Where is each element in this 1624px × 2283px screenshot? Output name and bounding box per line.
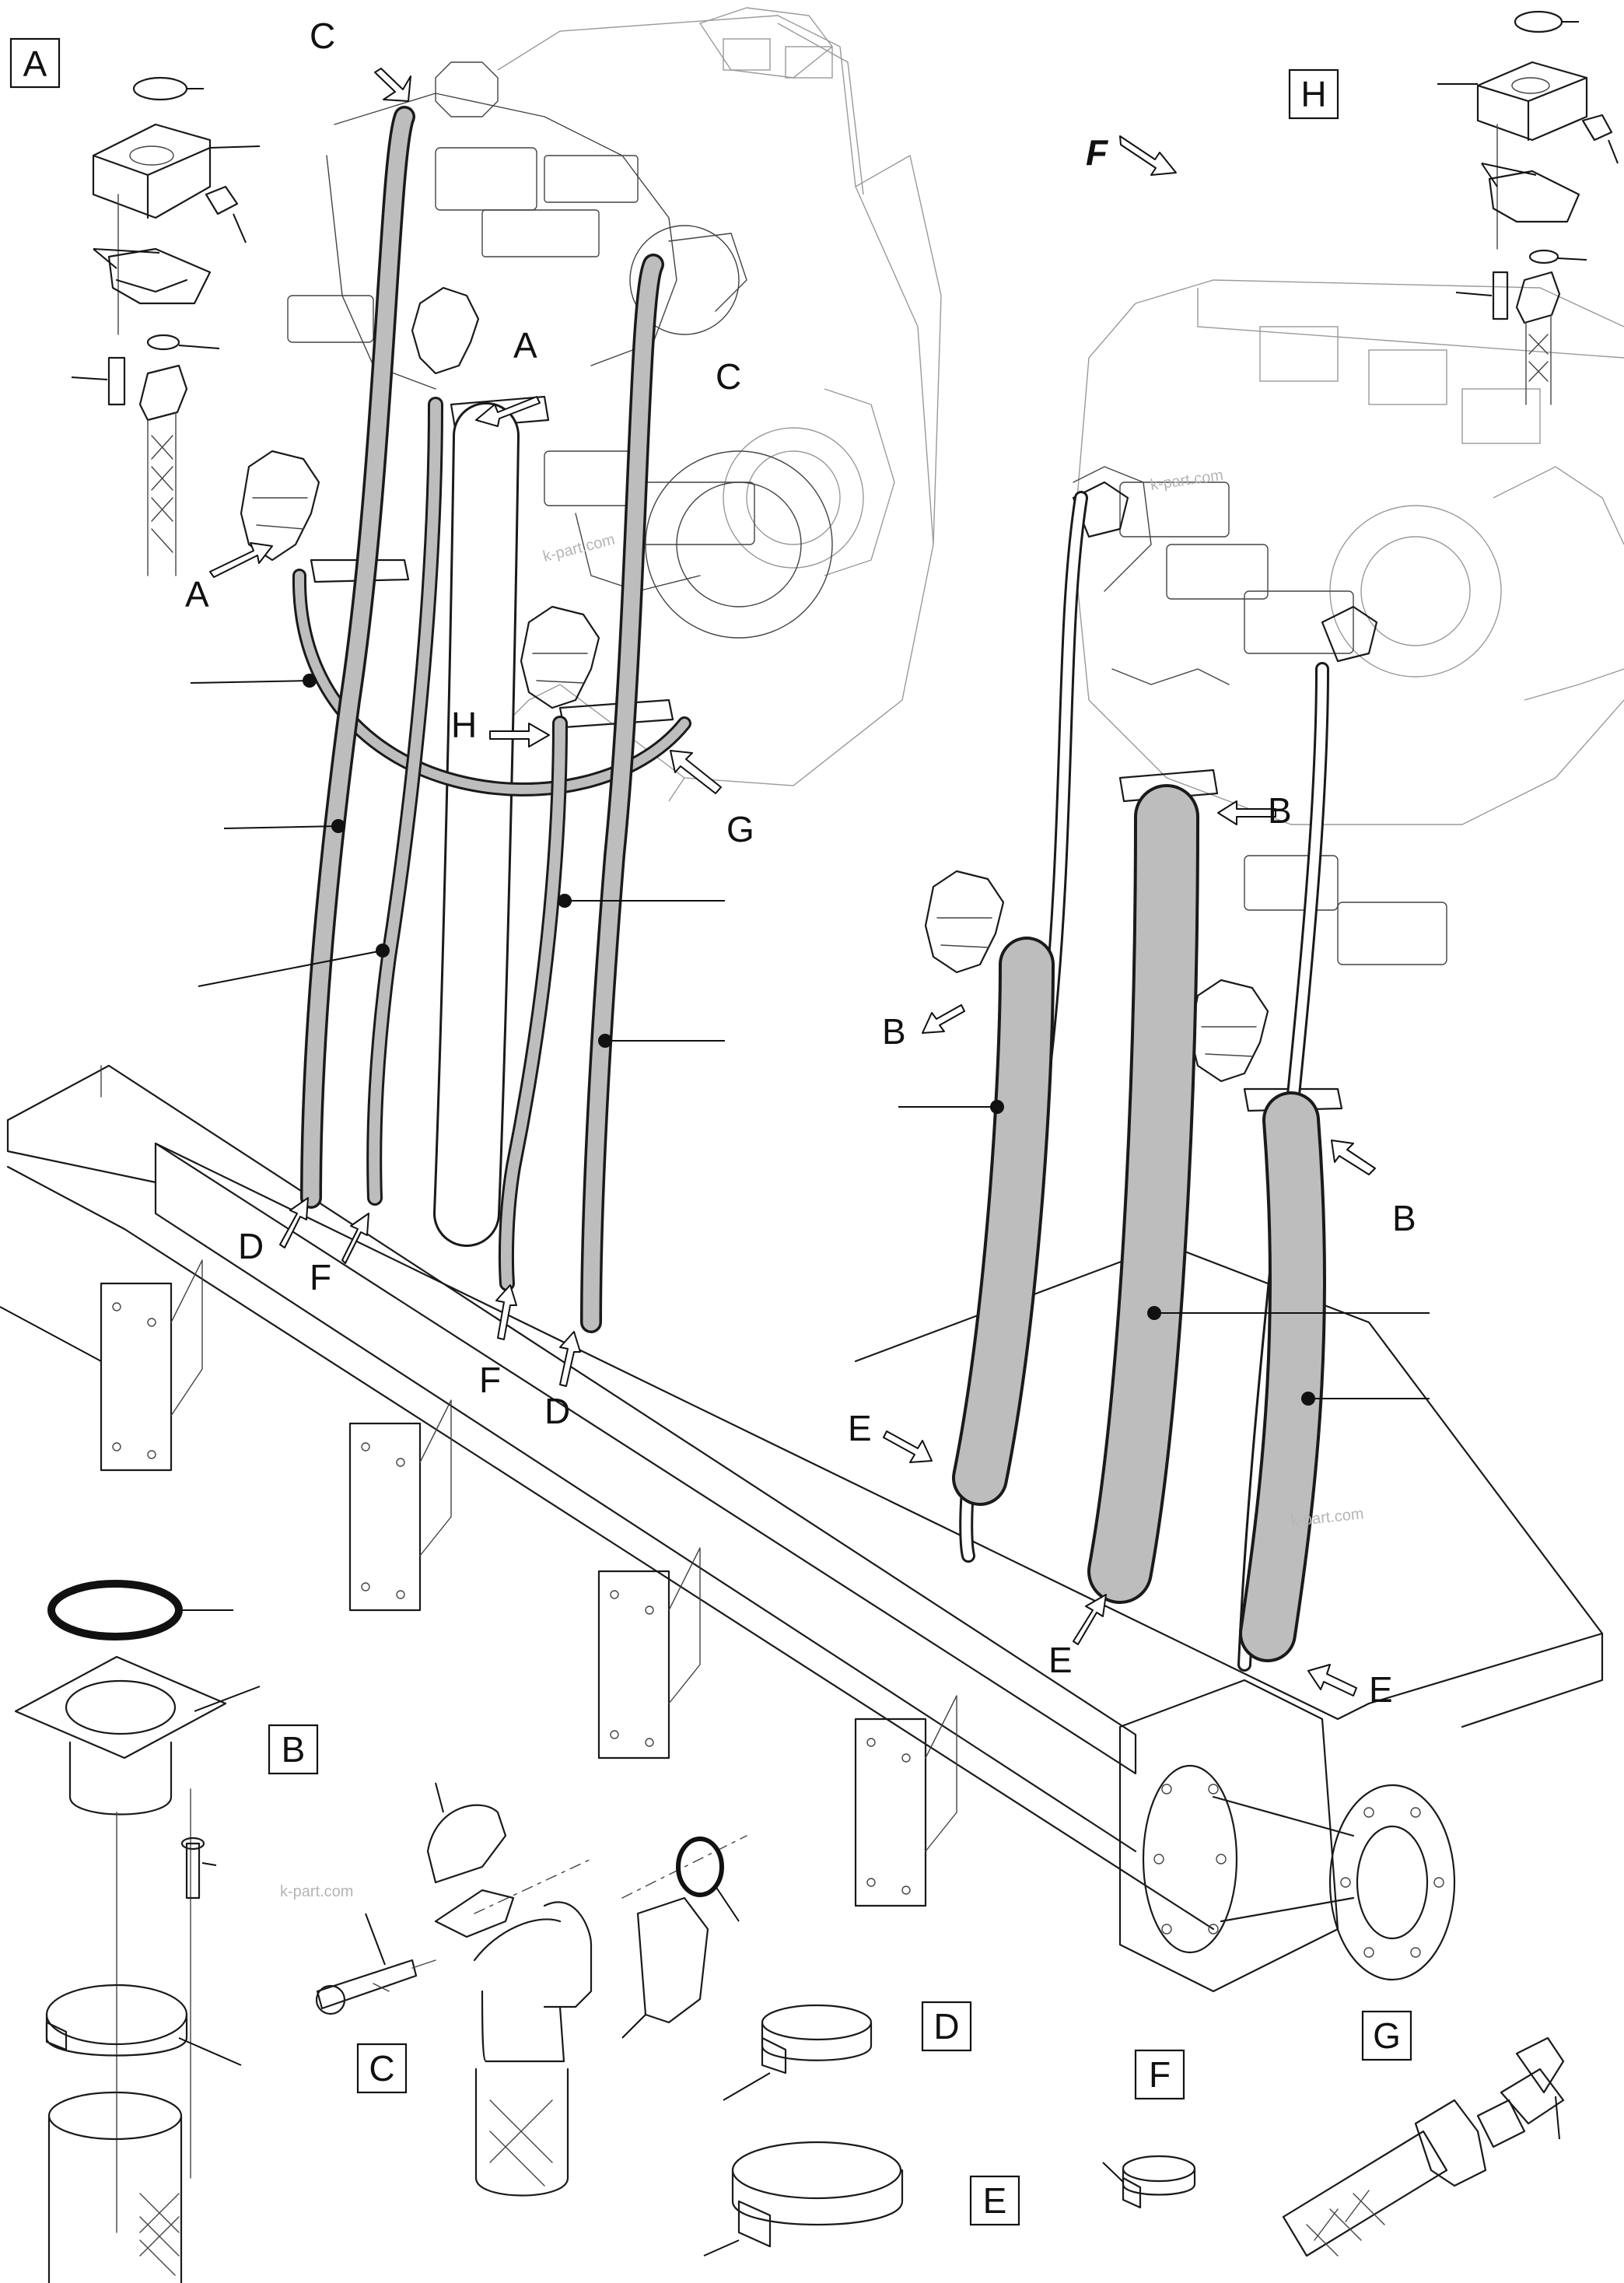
- detail-b-label-box: [268, 1724, 319, 1775]
- callout-c-top: C: [310, 16, 335, 56]
- callout-e-mid: E: [1048, 1640, 1073, 1680]
- detail-g-label-box: [1361, 2010, 1412, 2061]
- watermark-1: k-part.com: [541, 531, 617, 565]
- detail-a-label-box: [9, 37, 61, 89]
- callout-b-right: B: [1392, 1198, 1416, 1238]
- callout-f-left: F: [310, 1257, 331, 1297]
- detail-f-label-box: [1134, 2049, 1185, 2100]
- detail-d-label-box: [921, 2001, 972, 2052]
- callout-a-upper: A: [513, 325, 537, 366]
- watermark-4: k-part.com: [280, 1883, 353, 1900]
- detail-c: C: [315, 1782, 747, 2197]
- o-ring: [47, 1580, 183, 1640]
- callout-c-right: C: [716, 356, 741, 397]
- callout-d-left: D: [238, 1226, 264, 1266]
- o-ring-small: [676, 1837, 724, 1897]
- detail-h-label-box: [1288, 68, 1339, 120]
- part-leaders: [0, 674, 1430, 1406]
- detail-c-label-box: [356, 2043, 408, 2094]
- detail-g-label: G: [1373, 2015, 1401, 2056]
- chassis-frame: [6, 1064, 1604, 1993]
- detail-e-label: E: [983, 2180, 1007, 2221]
- watermark-2: k-part.com: [1150, 467, 1225, 494]
- callout-arrows: [209, 68, 1376, 1696]
- detail-f: F: [1102, 2049, 1196, 2209]
- callout-d-mid: D: [544, 1391, 570, 1431]
- hose-group-right: [952, 491, 1329, 1672]
- callout-a-left: A: [185, 574, 209, 615]
- callout-h: H: [451, 705, 477, 745]
- detail-f-label: F: [1149, 2054, 1171, 2095]
- view-arrow-letter: F: [1086, 132, 1109, 173]
- detail-b: B: [14, 1580, 319, 2283]
- callout-e-left: E: [848, 1408, 872, 1448]
- callout-letters: C A C A H G D F F D B B B E E E F: [185, 16, 1416, 1710]
- left-valve-cluster: [240, 61, 833, 729]
- detail-a-label: A: [23, 44, 47, 84]
- detail-d-label: D: [933, 2006, 959, 2047]
- callout-e-right: E: [1369, 1669, 1393, 1710]
- callout-b-top: B: [1268, 790, 1292, 831]
- detail-d: D: [723, 2001, 972, 2101]
- detail-h: H: [1288, 10, 1619, 405]
- front-transmission-housing: [1073, 279, 1624, 825]
- detail-e: E: [703, 2141, 1020, 2257]
- detail-g: G: [1282, 2010, 1565, 2257]
- callout-f-mid: F: [479, 1360, 501, 1400]
- detail-h-label: H: [1300, 74, 1326, 114]
- callout-b-left: B: [882, 1011, 906, 1052]
- detail-b-label: B: [282, 1729, 306, 1770]
- hose-group-left: [292, 106, 691, 1333]
- callout-g: G: [726, 809, 754, 849]
- detail-e-label-box: [969, 2175, 1020, 2226]
- detail-c-label: C: [369, 2048, 394, 2089]
- detail-a: A: [9, 37, 261, 576]
